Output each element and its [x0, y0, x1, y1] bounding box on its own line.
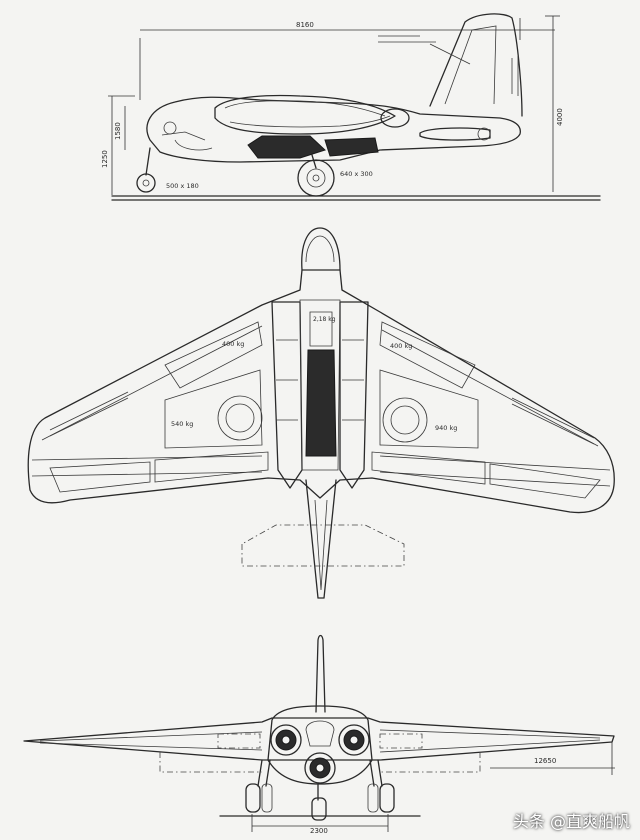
side-view: 8160 4000 1580 1250 [101, 13, 601, 201]
left-inner-tank-label: 540 kg [171, 420, 193, 428]
wing-front-outline [23, 717, 615, 761]
nose-gear-side: 500 x 180 [136, 147, 199, 193]
right-inner-tank-label: 940 kg [435, 424, 457, 432]
gear-height-label: 1250 [101, 150, 109, 168]
right-engine-intake [338, 724, 370, 756]
left-inner-tank-outline [164, 369, 263, 449]
fuselage-front-section [267, 705, 373, 785]
right-engine-nacelle [339, 301, 369, 489]
left-flap [154, 451, 269, 483]
tail-boom-plan [305, 479, 337, 599]
span-dimension: 12650 [490, 742, 615, 775]
left-aileron [49, 461, 151, 493]
nose-cone-plan [301, 227, 341, 271]
left-outer-tank-label: 400 kg [222, 340, 244, 348]
main-wheel-label: 640 x 300 [340, 170, 373, 178]
nose-gear-front [311, 783, 327, 821]
fuselage-fuel-tank [247, 135, 326, 159]
right-aileron [489, 463, 601, 499]
central-fuel-tank [305, 349, 337, 457]
wing-plan-outline [27, 269, 615, 514]
fuselage-side-outline [146, 96, 521, 163]
overall-length-dimension: 8160 [139, 18, 555, 100]
tailplane-phantom [241, 524, 405, 567]
vertical-fin [429, 13, 523, 117]
height-dimension: 4000 [545, 15, 564, 192]
left-gear-well [217, 395, 263, 441]
nose-wheel [136, 173, 156, 193]
plan-view: 2,18 kg 400 kg 400 kg 540 kg 940 kg [27, 227, 615, 599]
right-main-gear-front [367, 759, 395, 813]
right-flap [371, 451, 486, 485]
watermark-handle: @直爽船帆 [549, 812, 630, 831]
main-gear-side: 640 x 300 [297, 154, 373, 197]
left-height-dimensions: 1580 1250 [101, 95, 135, 195]
overall-length-label: 8160 [296, 21, 314, 29]
engine-intake [380, 108, 410, 128]
nose-wheel-label: 500 x 180 [166, 182, 199, 190]
left-engine-intake [270, 724, 302, 756]
track-dimension: 2300 [251, 814, 389, 835]
watermark: 头条 @直爽船帆 [513, 808, 630, 832]
nose-intake [304, 752, 336, 784]
canopy [214, 94, 396, 135]
right-outer-tank-label: 400 kg [390, 342, 412, 350]
center-tank-label: 2,18 kg [313, 316, 336, 323]
right-inner-tank-outline [379, 369, 479, 449]
right-outer-tank-outline [379, 321, 476, 389]
left-outer-tank-outline [164, 321, 263, 389]
track-label: 2300 [310, 827, 328, 835]
front-view: 2300 12650 [23, 634, 615, 835]
ventral-store [419, 127, 491, 141]
fin-front [315, 634, 326, 713]
watermark-prefix: 头条 [512, 812, 545, 831]
right-gear-well [382, 397, 428, 443]
fuselage-height-label: 1580 [114, 122, 122, 140]
left-engine-nacelle [271, 301, 303, 489]
height-label: 4000 [556, 108, 564, 126]
left-main-gear-front [245, 759, 273, 813]
main-wheel [297, 159, 335, 197]
span-label: 12650 [534, 757, 556, 765]
